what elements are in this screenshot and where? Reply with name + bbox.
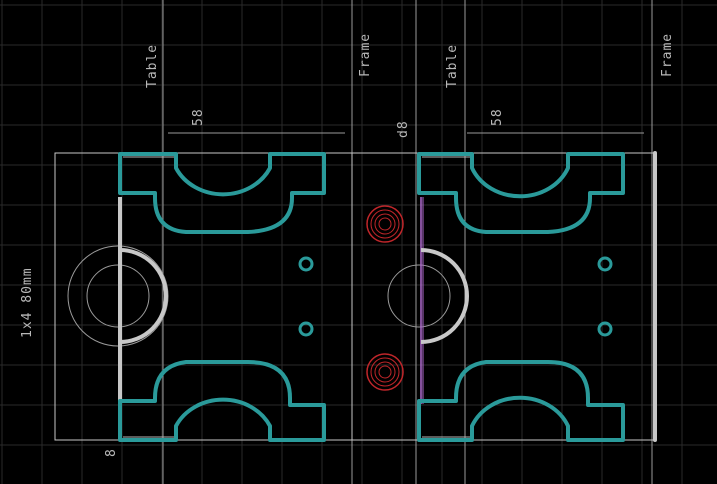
frame-label-1: Frame	[358, 32, 373, 77]
dim-58-label-1: 58	[191, 108, 206, 126]
dim-1x4-label: 1x4 80mm	[20, 267, 35, 338]
bracket-left	[118, 152, 326, 442]
dim-8-label: 8	[104, 448, 119, 457]
drill-markers	[366, 205, 404, 391]
mount-holes	[298, 256, 613, 337]
bracket-bottom-left	[118, 360, 326, 442]
table-label-2: Table	[445, 43, 460, 88]
left-half-arc	[119, 248, 168, 344]
table-label-1: Table	[145, 43, 160, 88]
drill-marker-icon	[366, 205, 404, 243]
bracket-bottom-right	[417, 360, 625, 442]
bracket-top-left	[118, 152, 326, 234]
right-circle-inner	[387, 264, 451, 328]
board-outline	[54, 152, 656, 441]
mount-hole-icon	[597, 321, 613, 337]
bracket-top-right	[417, 152, 625, 234]
dim-d8-label: d8	[396, 120, 411, 138]
mount-hole-icon	[298, 321, 314, 337]
mount-hole-icon	[597, 256, 613, 272]
drill-marker-icon	[366, 353, 404, 391]
right-half-arc	[420, 248, 469, 344]
guide-lines	[162, 0, 653, 484]
frame-label-2: Frame	[660, 32, 675, 77]
inner-traces	[123, 156, 470, 438]
dim-58-label-2: 58	[490, 108, 505, 126]
bracket-right	[417, 152, 625, 442]
mount-hole-icon	[298, 256, 314, 272]
